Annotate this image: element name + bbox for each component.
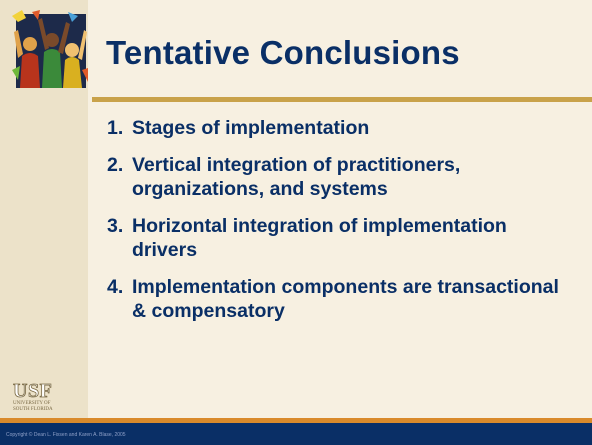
usf-logo-line-2: SOUTH FLORIDA — [13, 406, 53, 412]
list-item-number: 3. — [107, 215, 124, 237]
slide-footer: Copyright © Dean L. Fixsen and Karen A. … — [0, 423, 592, 445]
usf-logo: USF UNIVERSITY OF SOUTH FLORIDA — [13, 380, 73, 412]
title-underline-rule — [92, 97, 592, 102]
slide-title: Tentative Conclusions — [106, 34, 460, 71]
copyright-text: Copyright © Dean L. Fixsen and Karen A. … — [6, 432, 126, 438]
slide-header: Tentative Conclusions — [0, 0, 592, 100]
usf-logo-line-1: UNIVERSITY OF — [13, 401, 51, 406]
list-item: 1. Stages of implementation — [107, 116, 577, 140]
list-item-text: Stages of implementation — [132, 117, 370, 139]
list-item-number: 2. — [107, 154, 124, 176]
list-item-number: 1. — [107, 117, 124, 139]
list-item-text: Horizontal integration of implementation… — [132, 215, 507, 261]
list-item-text: Vertical integration of practitioners, o… — [132, 154, 461, 200]
usf-logo-subtitle: UNIVERSITY OF SOUTH FLORIDA — [13, 401, 53, 412]
footer-accent-line — [0, 418, 592, 423]
list-item-number: 4. — [107, 276, 124, 298]
list-item: 3. Horizontal integration of implementat… — [107, 214, 577, 262]
list-item: 4. Implementation components are transac… — [107, 275, 577, 323]
conclusions-list: 1. Stages of implementation 2. Vertical … — [107, 116, 577, 336]
usf-logo-wordmark: USF — [13, 380, 53, 402]
raised-hands-crowd-icon — [12, 10, 88, 88]
list-item: 2. Vertical integration of practitioners… — [107, 153, 577, 201]
list-item-text: Implementation components are transactio… — [132, 276, 559, 322]
